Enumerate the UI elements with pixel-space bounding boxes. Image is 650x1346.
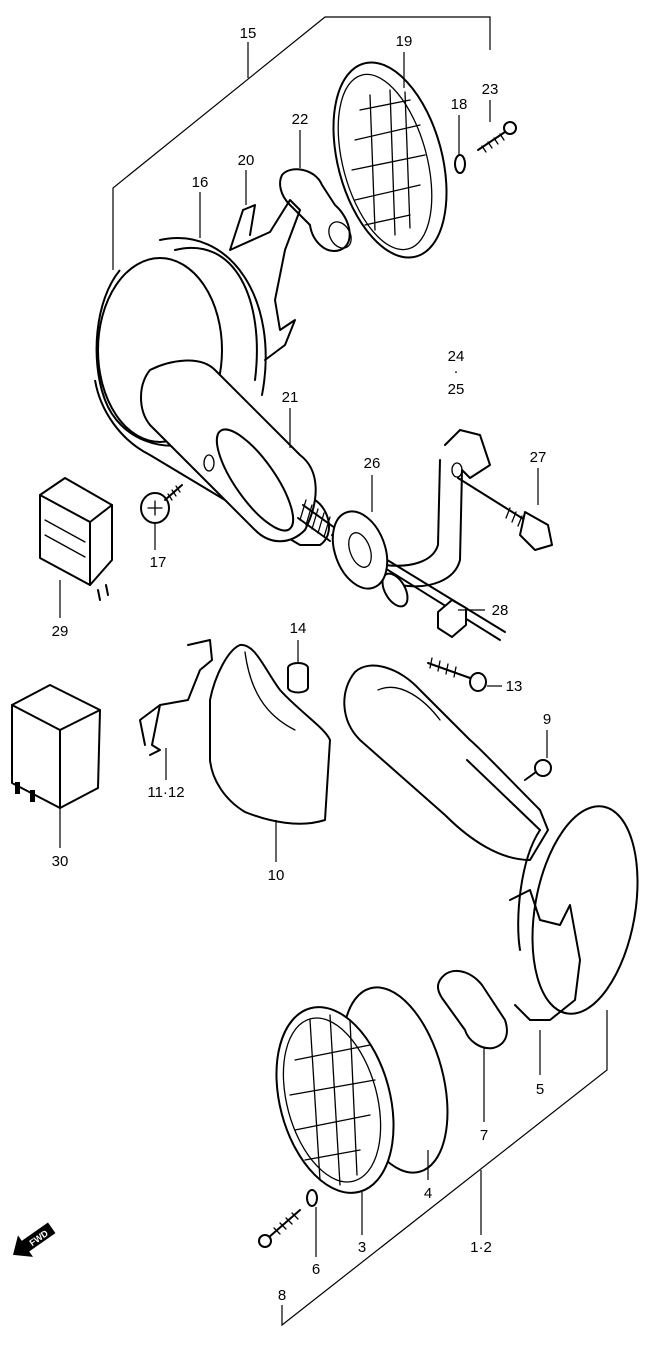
bulb-7	[436, 970, 508, 1050]
lower-turn-signal-assembly	[258, 664, 639, 1327]
callout-3: 3	[358, 1239, 366, 1256]
washer-26	[331, 510, 389, 590]
cover-10	[209, 643, 331, 825]
callout-26: 26	[364, 455, 381, 472]
callout-1-2: 1·2	[470, 1239, 492, 1256]
callout-21: 21	[282, 389, 299, 406]
callout-19: 19	[396, 33, 413, 50]
callout-10: 10	[268, 867, 285, 884]
callout-18: 18	[451, 96, 468, 113]
callout-16: 16	[192, 174, 209, 191]
washer-18	[454, 154, 466, 174]
screw-13	[427, 657, 487, 692]
socket-plate-20	[229, 199, 301, 361]
callout-14: 14	[290, 620, 307, 637]
callout-20: 20	[238, 152, 255, 169]
callout-17: 17	[150, 554, 167, 571]
assembly-15-bracket	[112, 16, 491, 270]
callout-6: 6	[312, 1261, 320, 1278]
callout-29: 29	[52, 623, 69, 640]
leader-lines	[59, 52, 548, 1257]
bolt-27	[457, 477, 553, 551]
callout-11-12: 11·12	[147, 784, 184, 801]
relay-29	[39, 477, 113, 601]
bracket-24-25	[381, 429, 491, 608]
bracket-11-12	[139, 639, 213, 756]
screw-23	[477, 121, 517, 153]
callout-28: 28	[492, 602, 509, 619]
assembly-1-2-bracket	[281, 1010, 608, 1327]
screw-8	[258, 1209, 301, 1248]
callout-24-dot: ·	[454, 363, 459, 380]
callout-15: 15	[240, 25, 257, 42]
callout-9: 9	[543, 711, 551, 728]
nut-28	[437, 599, 467, 638]
callout-labels: 15 19 23 18 22 20 16 24 · 25 21 26 27 17…	[52, 25, 552, 1304]
relay-30	[11, 684, 101, 809]
callout-24: 24	[448, 348, 465, 365]
callout-25: 25	[448, 381, 465, 398]
callout-30: 30	[52, 853, 69, 870]
callout-7: 7	[480, 1127, 488, 1144]
upper-turn-signal-assembly	[94, 16, 553, 641]
bulb-22	[279, 168, 352, 252]
screw-9	[524, 759, 552, 781]
fwd-direction-arrow-icon: FWD	[12, 1222, 56, 1257]
screw-17	[140, 484, 183, 524]
lens-3	[275, 1006, 395, 1194]
washer-6	[306, 1189, 318, 1207]
callout-5: 5	[536, 1081, 544, 1098]
callout-27: 27	[530, 449, 547, 466]
callout-23: 23	[482, 81, 499, 98]
callout-4: 4	[424, 1185, 432, 1202]
threaded-stud	[297, 499, 506, 641]
indicator-housing-16	[94, 237, 330, 546]
lens-19	[332, 61, 448, 259]
callout-22: 22	[292, 111, 309, 128]
collar-14	[287, 662, 309, 694]
callout-13: 13	[506, 678, 523, 695]
callout-8: 8	[278, 1287, 286, 1304]
